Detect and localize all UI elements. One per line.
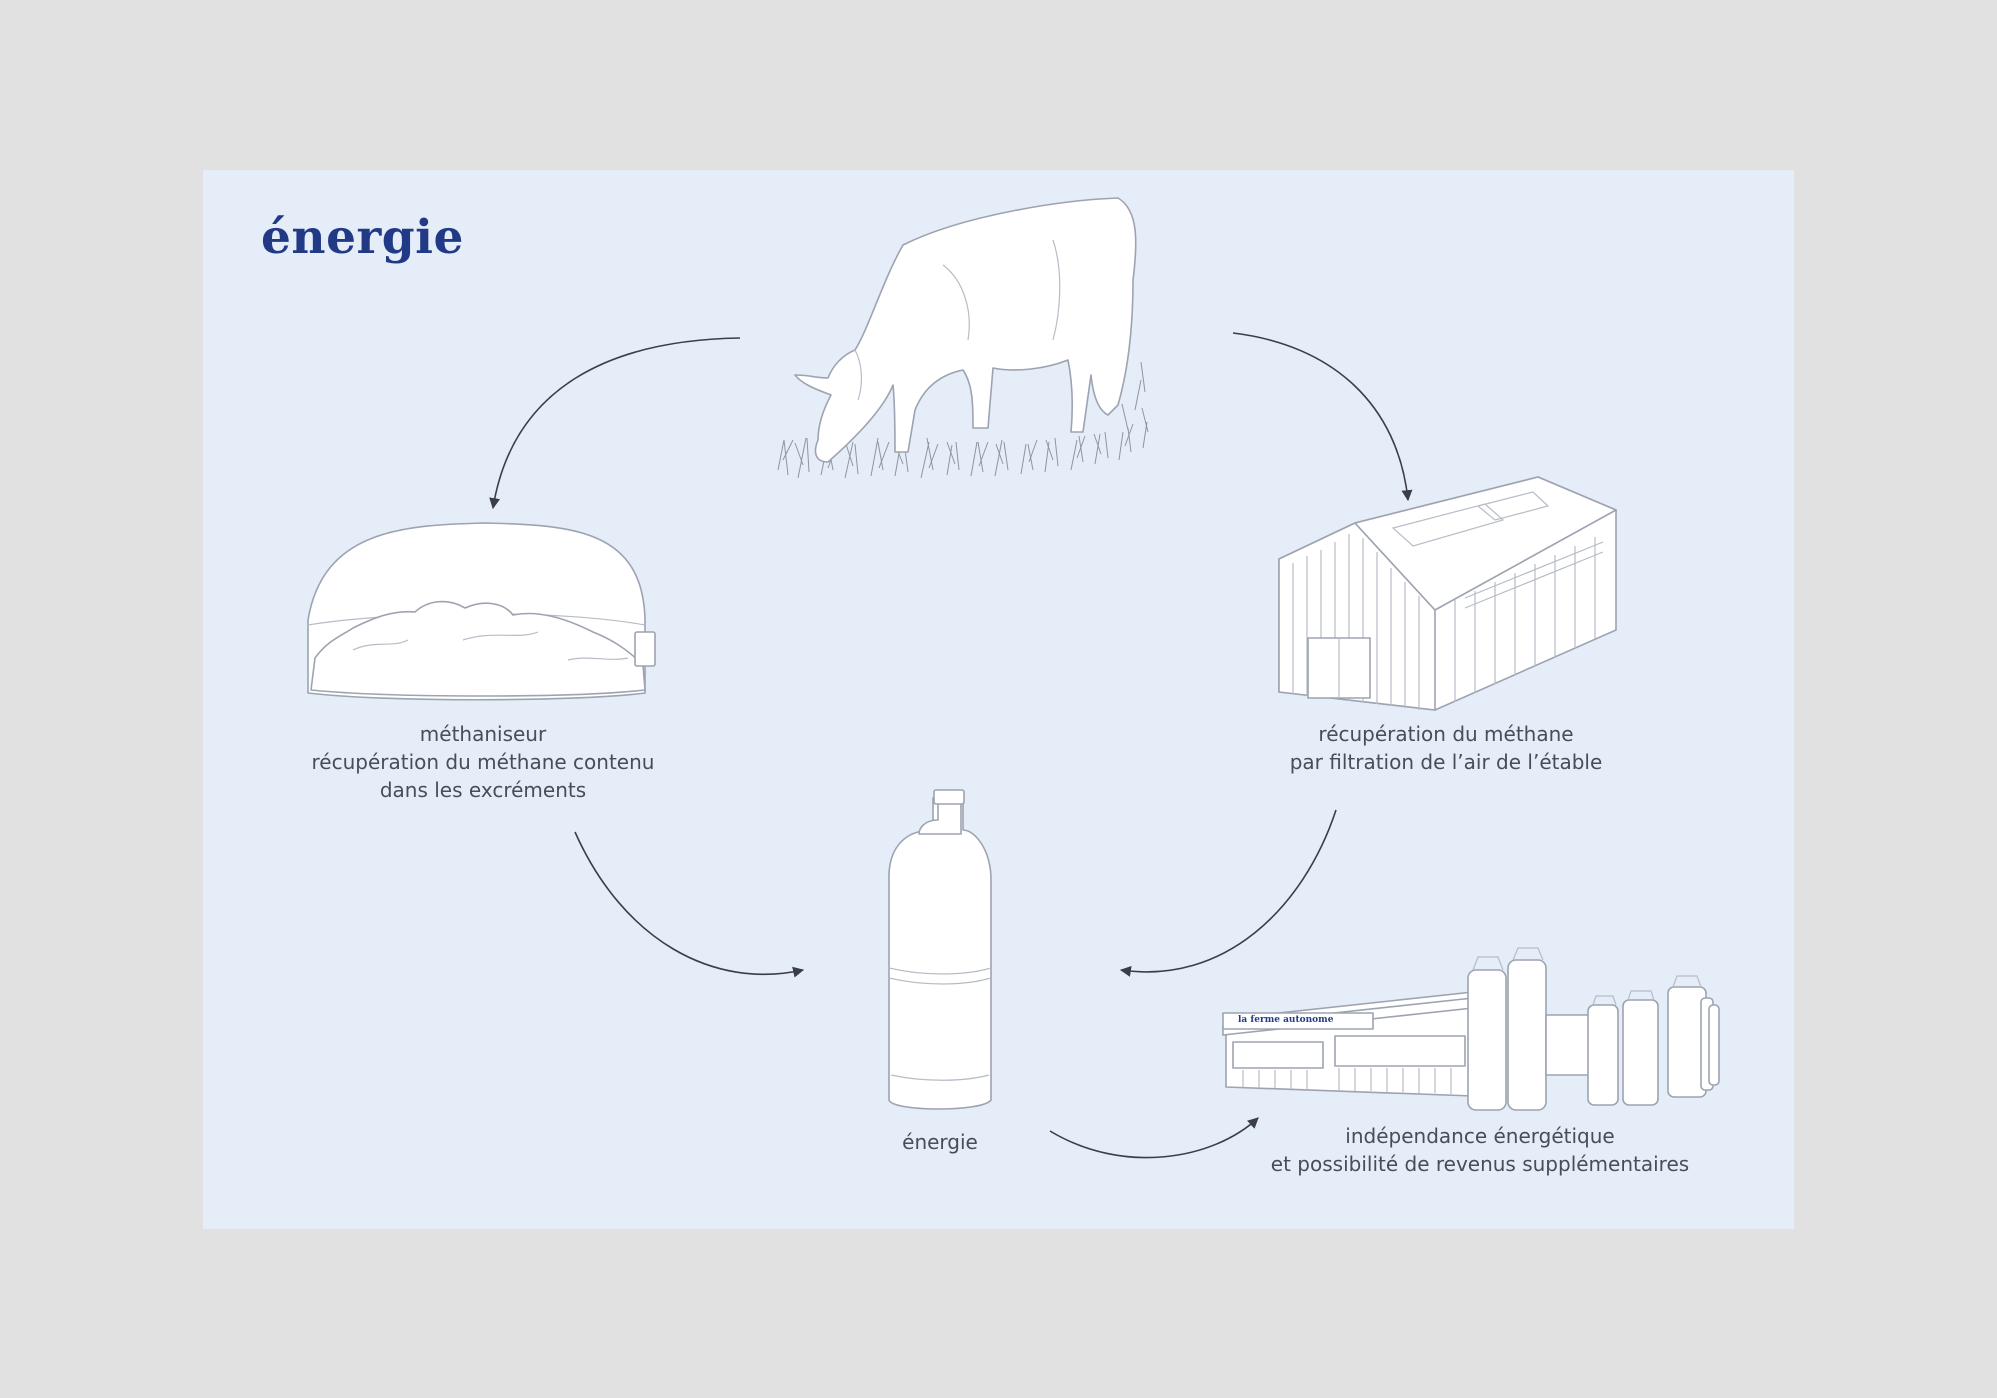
- barn-icon: [1278, 476, 1617, 711]
- diagram-card: énergie la ferme autonome méthaniseur ré…: [203, 170, 1794, 1229]
- page-title: énergie: [261, 210, 464, 265]
- farm-silos-icon: [1222, 947, 1720, 1111]
- caption-methaniseur-line-2: récupération du méthane contenu: [311, 750, 655, 774]
- diagram-art: [307, 197, 1720, 1159]
- arrow-cow-to-barn: [1232, 332, 1413, 502]
- arrow-digester-to-bottle: [574, 831, 805, 978]
- caption-methaniseur: méthaniseur récupération du méthane cont…: [283, 720, 683, 804]
- caption-ferme-line-1: indépendance énergétique: [1345, 1124, 1615, 1148]
- arrow-barn-to-bottle: [1119, 809, 1337, 977]
- farm-sign: la ferme autonome: [1224, 1012, 1374, 1028]
- caption-etable: récupération du méthane par filtration d…: [1246, 720, 1646, 776]
- digester-icon: [307, 522, 656, 701]
- caption-ferme-line-2: et possibilité de revenus supplémentaire…: [1270, 1152, 1690, 1176]
- caption-etable-line-2: par filtration de l’air de l’étable: [1289, 750, 1603, 774]
- caption-energie: énergie: [840, 1128, 1040, 1156]
- farm-sign-label: la ferme autonome: [1238, 1015, 1334, 1025]
- caption-methaniseur-line-1: méthaniseur: [419, 722, 547, 746]
- caption-etable-line-1: récupération du méthane: [1318, 722, 1574, 746]
- gas-bottle-icon: [888, 789, 992, 1110]
- caption-methaniseur-line-3: dans les excréments: [379, 778, 587, 802]
- arrow-bottle-to-farm: [1049, 1117, 1259, 1159]
- caption-energie-line-1: énergie: [902, 1130, 978, 1154]
- caption-ferme: indépendance énergétique et possibilité …: [1230, 1122, 1730, 1178]
- arrow-cow-to-digester: [489, 337, 741, 510]
- cow-icon: [777, 197, 1149, 479]
